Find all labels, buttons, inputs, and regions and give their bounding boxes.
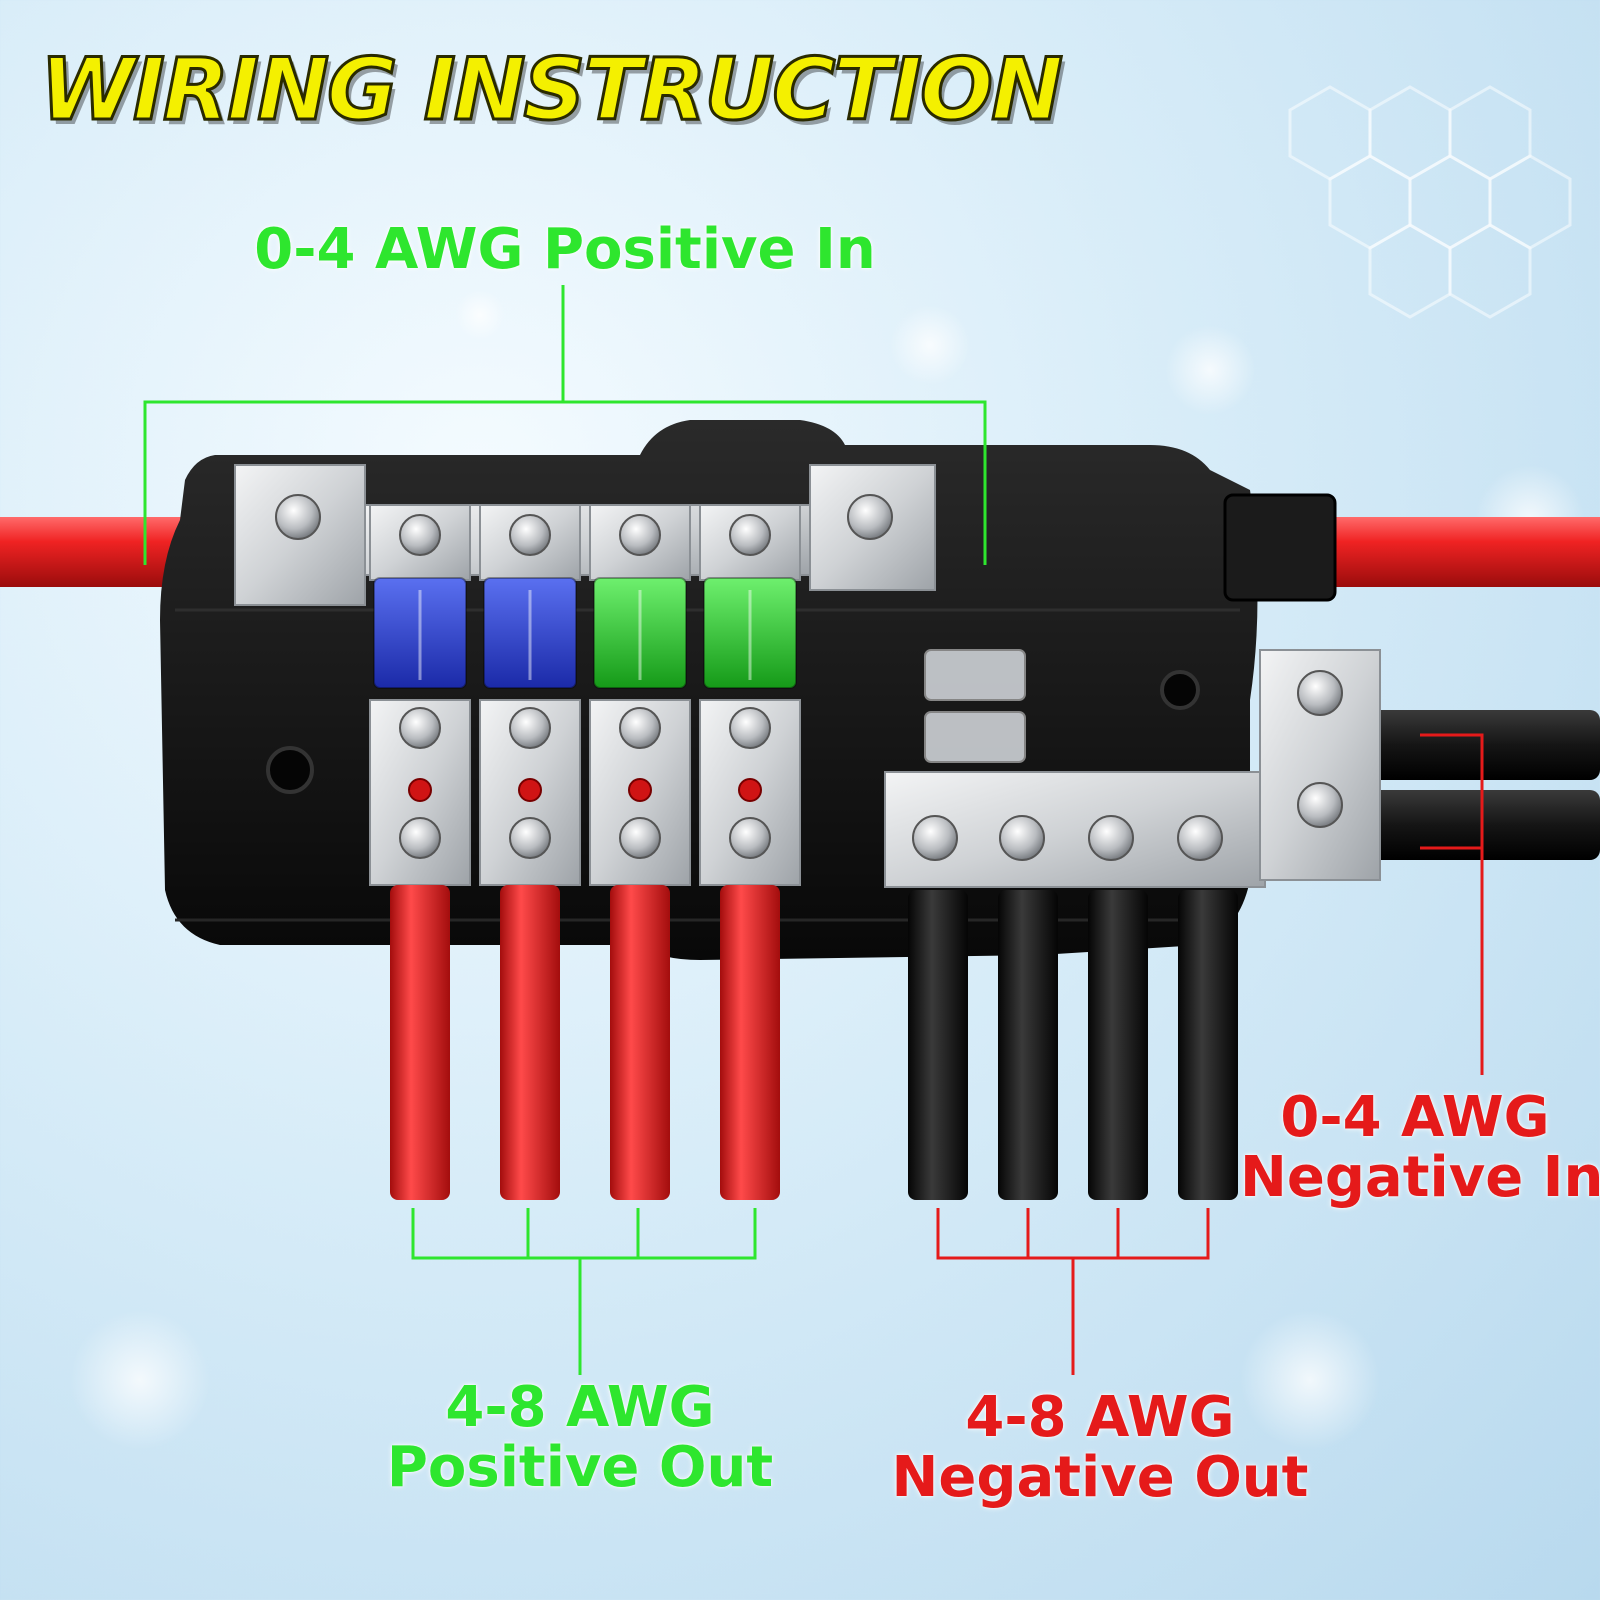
page-title: WIRING INSTRUCTION	[38, 39, 1064, 142]
screw-icon	[619, 514, 661, 556]
screw-icon	[275, 494, 321, 540]
positive-output-wire	[720, 885, 780, 1200]
label-positive-out-line2: Positive Out	[386, 1435, 774, 1500]
label-positive-out-line1: 4-8 AWG	[445, 1375, 715, 1440]
screw-icon	[729, 707, 771, 749]
positive-output-wire	[500, 885, 560, 1200]
screw-icon	[509, 514, 551, 556]
screw-icon	[729, 817, 771, 859]
led-indicator-icon	[518, 778, 542, 802]
screw-icon	[399, 514, 441, 556]
label-negative-in-line1: 0-4 AWG	[1280, 1085, 1550, 1150]
fuse-green	[593, 577, 687, 689]
label-negative-out: 4-8 AWG Negative Out	[840, 1388, 1360, 1508]
fuse-row	[369, 504, 801, 1200]
label-negative-out-line2: Negative Out	[891, 1445, 1309, 1510]
screw-icon	[509, 707, 551, 749]
callout-lines	[143, 285, 1484, 1375]
label-negative-out-line1: 4-8 AWG	[965, 1385, 1235, 1450]
screw-icon	[999, 815, 1045, 861]
screw-icon	[1297, 670, 1343, 716]
screw-icon	[399, 707, 441, 749]
fuse-blue	[373, 577, 467, 689]
label-negative-in: 0-4 AWG Negative In	[1240, 1085, 1600, 1210]
positive-output-wire	[610, 885, 670, 1200]
negative-output-wires	[908, 890, 1238, 1200]
fuse-green	[703, 577, 797, 689]
screw-icon	[729, 514, 771, 556]
label-negative-in-line2: Negative In	[1240, 1145, 1600, 1210]
led-indicator-icon	[738, 778, 762, 802]
label-positive-out: 4-8 AWG Positive Out	[330, 1378, 830, 1498]
spare-fuse-holder	[924, 649, 1026, 763]
screw-icon	[1177, 815, 1223, 861]
screw-icon	[399, 817, 441, 859]
screw-icon	[847, 494, 893, 540]
screw-icon	[619, 817, 661, 859]
screw-icon	[619, 707, 661, 749]
negative-input-wires	[1370, 710, 1600, 860]
led-indicator-icon	[628, 778, 652, 802]
fuse-blue	[483, 577, 577, 689]
led-indicator-icon	[408, 778, 432, 802]
screw-icon	[509, 817, 551, 859]
negative-bus-bar	[884, 649, 1381, 888]
screw-icon	[912, 815, 958, 861]
label-positive-in: 0-4 AWG Positive In	[254, 217, 876, 282]
screw-icon	[1088, 815, 1134, 861]
screw-icon	[1297, 782, 1343, 828]
positive-output-wire	[390, 885, 450, 1200]
